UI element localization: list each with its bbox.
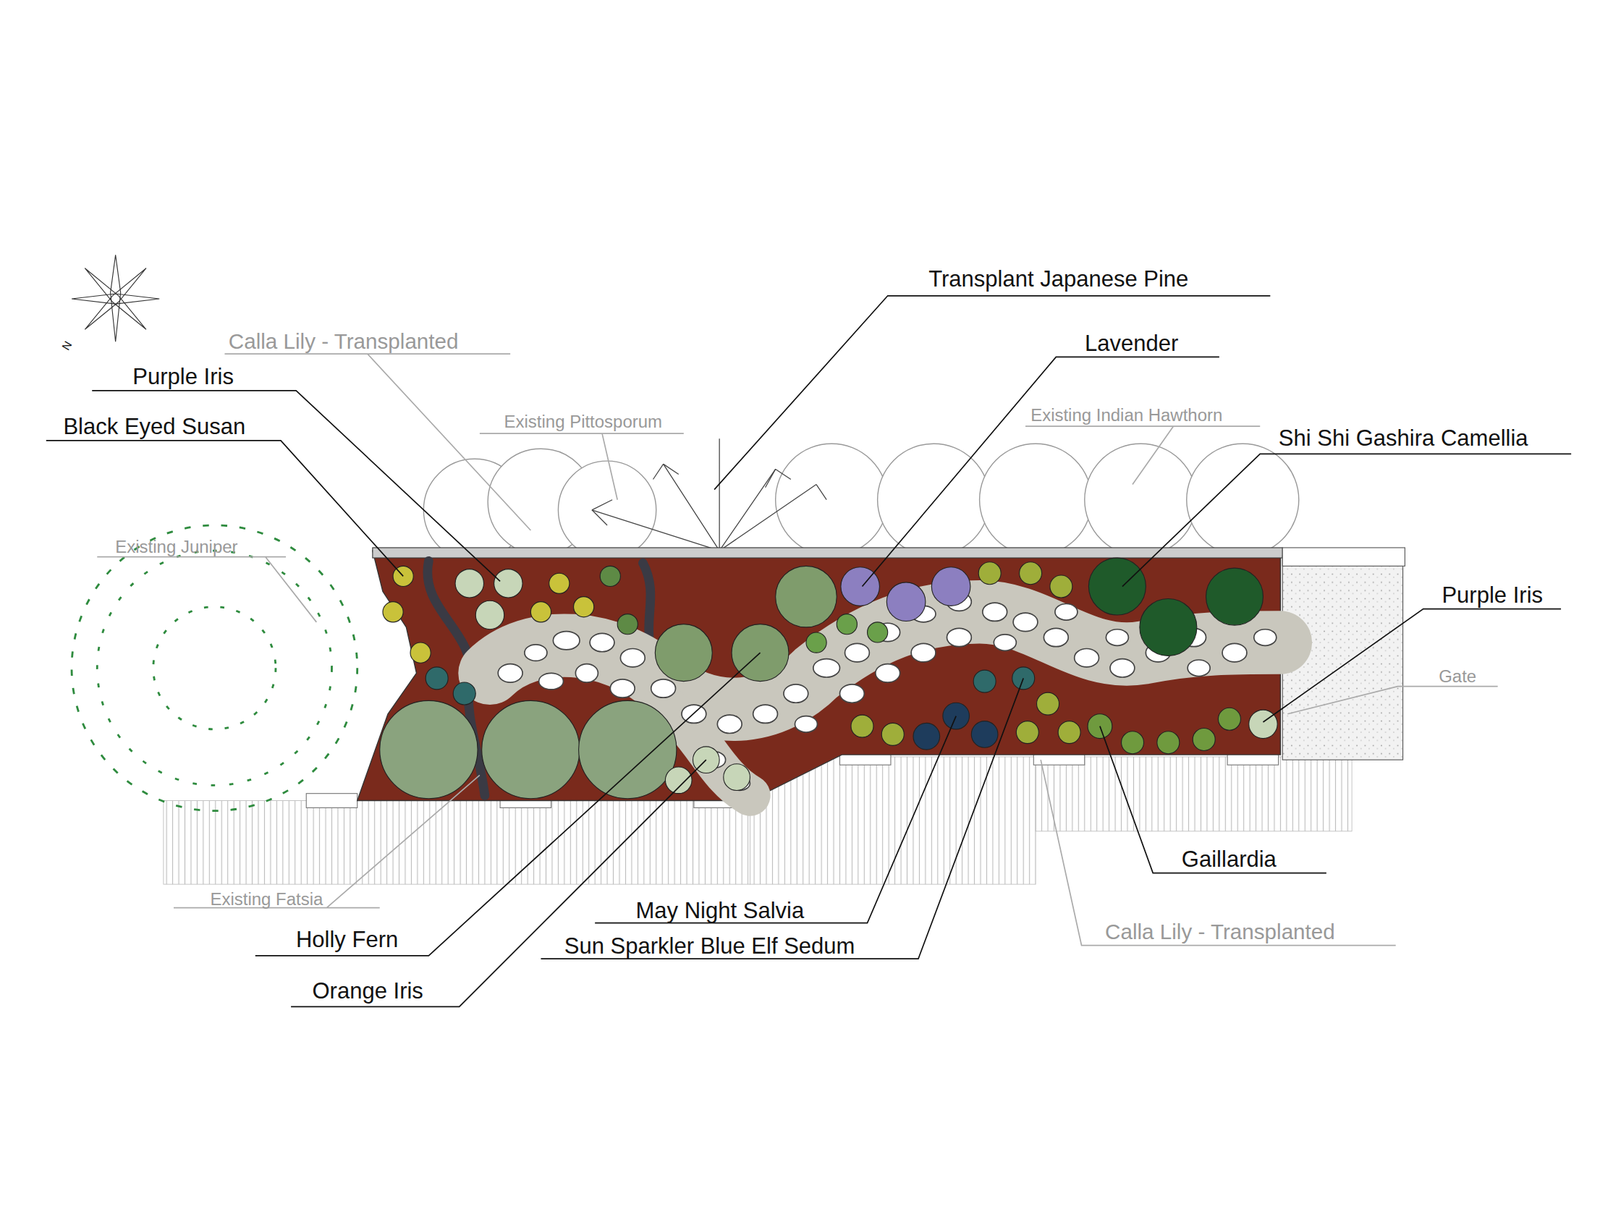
plant-label: Shi Shi Gashira Camellia	[1278, 426, 1529, 450]
plant-label: Holly Fern	[295, 928, 399, 951]
plant-label: Transplant Japanese Pine	[928, 267, 1189, 291]
leader-lines	[46, 295, 1572, 1008]
plant-label: Black Eyed Susan	[62, 415, 246, 438]
existing-plant-label: Calla Lily - Transplanted	[228, 330, 459, 353]
plant-label: Gaillardia	[1181, 848, 1277, 871]
existing-plant-label: Calla Lily - Transplanted	[1105, 921, 1336, 943]
gate-post	[1282, 547, 1405, 566]
north-arrow-letter: N	[60, 339, 75, 352]
plant-label: Lavender	[1084, 332, 1179, 355]
existing-plant-label: Gate	[1438, 667, 1477, 686]
juniper	[71, 525, 358, 812]
planting-bed	[357, 550, 1281, 801]
existing-plant-label: Existing Juniper	[115, 538, 238, 556]
plant-label: May Night Salvia	[635, 899, 804, 922]
plant-label: Purple Iris	[1441, 583, 1543, 607]
compass	[71, 254, 160, 342]
plant-label: Purple Iris	[132, 365, 234, 388]
existing-plant-label: Existing Fatsia	[209, 890, 323, 909]
plant-label: Sun Sparkler Blue Elf Sedum	[564, 934, 856, 958]
plant-label: Orange Iris	[311, 979, 423, 1003]
existing-plant-label: Existing Pittosporum	[504, 413, 663, 431]
wall-cap	[372, 547, 1283, 558]
existing-plant-label: Existing Indian Hawthorn	[1030, 406, 1223, 425]
plants	[379, 557, 1278, 799]
